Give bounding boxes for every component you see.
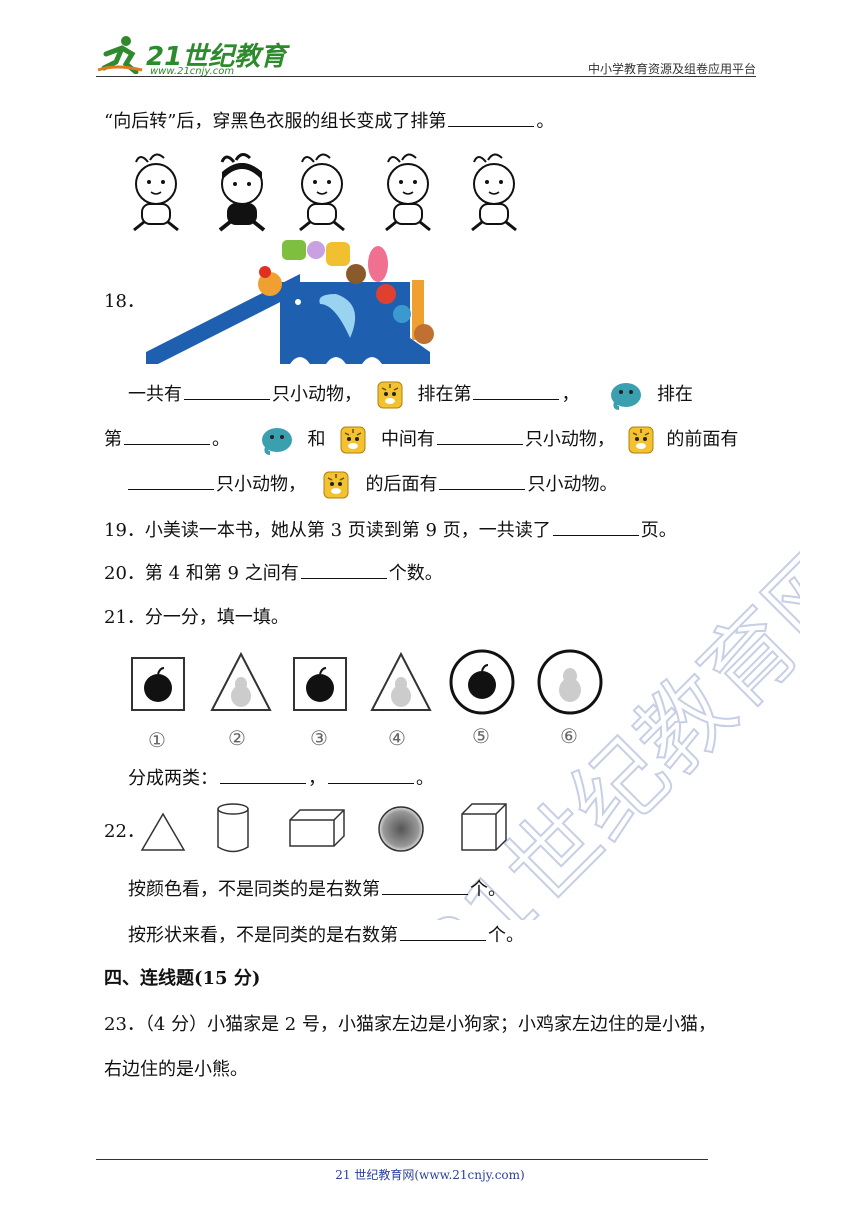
- blue-elephant-icon: [611, 383, 642, 410]
- item-label: ①: [148, 728, 166, 752]
- kid-figure-white: [385, 153, 431, 232]
- q17-text: “向后转”后，穿黑色衣服的组长变成了排第。: [104, 108, 554, 134]
- q18-line3: 只小动物， 的后面有只小动物。: [126, 470, 617, 500]
- logo-runner-icon: [97, 36, 143, 74]
- header-divider: [96, 76, 756, 77]
- item-label: ②: [228, 726, 246, 750]
- tiger-icon: [340, 426, 366, 454]
- circle-pear-item: [537, 649, 603, 715]
- tiger-icon: [323, 471, 349, 499]
- item-label: ④: [388, 726, 406, 750]
- q20-blank[interactable]: [300, 560, 387, 579]
- square-apple-item: [293, 657, 347, 711]
- kid-figure-white: [299, 153, 345, 232]
- section-title: 四、连线题(15 分): [104, 968, 261, 989]
- item-label: ⑤: [472, 724, 490, 748]
- tiger-icon: [377, 381, 403, 409]
- q23-line2: 右边住的是小熊。: [104, 1059, 248, 1080]
- triangle-pear-item: [210, 652, 272, 711]
- circle-apple-item: [449, 649, 515, 715]
- q22-blank-color[interactable]: [382, 876, 468, 895]
- triangle-pear-item: [370, 652, 432, 711]
- blue-elephant-icon: [261, 428, 292, 455]
- q18-blank-elephant-position[interactable]: [124, 426, 210, 445]
- q18-blank-behind[interactable]: [439, 471, 526, 490]
- q19-text: 19．小美读一本书，她从第 3 页读到第 9 页，一共读了页。: [104, 517, 677, 543]
- q18-line1: 一共有只小动物， 排在第， 排在: [128, 380, 693, 410]
- q22-number: 22．: [104, 821, 145, 842]
- cuboid-shape: [289, 809, 345, 847]
- cube-shape: [461, 803, 507, 851]
- q21-blank-a[interactable]: [220, 765, 306, 784]
- q18-line2: 第。 和 中间有只小动物， 的前面有: [104, 425, 738, 455]
- triangle-shape: [140, 812, 186, 851]
- q21-text: 21．分一分，填一填。: [104, 607, 289, 628]
- logo-text: 21世纪教育: [146, 42, 287, 72]
- q21-answer: 分成两类：，。: [128, 765, 434, 791]
- kid-figure-white: [471, 153, 517, 232]
- sphere-shape: [378, 806, 424, 852]
- footer-text: 21 世纪教育网(www.21cnjy.com): [335, 1168, 525, 1182]
- q18-number: 18．: [104, 291, 145, 312]
- q21-shapes-row: ① ② ③ ④ ⑤ ⑥: [126, 648, 616, 752]
- kid-figure-white: [133, 153, 179, 232]
- item-label: ③: [310, 726, 328, 750]
- tiger-icon: [628, 426, 654, 454]
- platform-name: 中小学教育资源及组卷应用平台: [587, 62, 756, 76]
- q20-text: 20．第 4 和第 9 之间有个数。: [104, 560, 443, 586]
- q21-blank-b[interactable]: [328, 765, 414, 784]
- q19-blank[interactable]: [552, 517, 639, 536]
- kid-figure-black: [218, 153, 266, 232]
- q18-blank-between[interactable]: [436, 426, 523, 445]
- q23-line1: 23．（4 分）小猫家是 2 号，小猫家左边是小狗家；小鸡家左边住的是小猫，: [104, 1014, 716, 1035]
- q18-blank-front[interactable]: [128, 471, 214, 490]
- cylinder-shape: [217, 803, 249, 853]
- q22-line2: 按形状来看，不是同类的是右数第个。: [128, 922, 524, 948]
- square-apple-item: [131, 657, 185, 711]
- kids-row: [120, 150, 530, 240]
- q17-blank[interactable]: [448, 108, 535, 127]
- item-label: ⑥: [560, 724, 578, 748]
- q22-line1: 按颜色看，不是同类的是右数第个。: [128, 876, 506, 902]
- slide-with-animals-image: [146, 240, 434, 364]
- q22-blank-shape[interactable]: [400, 922, 486, 941]
- logo-url: www.21cnjy.com: [150, 66, 235, 77]
- q22-shapes-row: [140, 800, 510, 860]
- q18-blank-tiger-position[interactable]: [473, 381, 560, 400]
- q18-blank-total[interactable]: [184, 381, 270, 400]
- header: 21世纪教育 www.21cnjy.com 中小学教育资源及组卷应用平台: [96, 30, 760, 77]
- footer-divider: [96, 1159, 708, 1160]
